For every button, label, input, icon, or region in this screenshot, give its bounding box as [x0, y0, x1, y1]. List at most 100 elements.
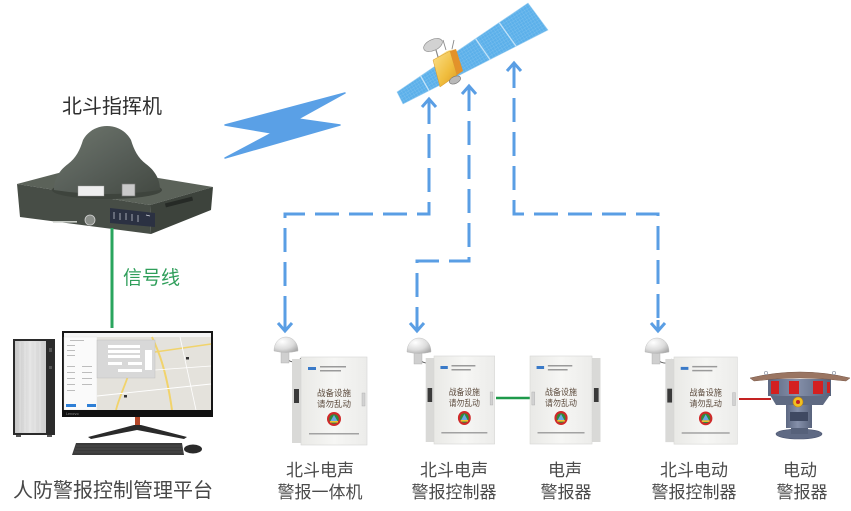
emblem-bar	[330, 421, 338, 423]
device-3-label-line2: 警报器	[541, 483, 592, 503]
siren-window	[827, 382, 830, 393]
monitor-stand-base	[88, 425, 187, 439]
satellite-dish	[423, 38, 443, 52]
arrow-up-icon	[420, 96, 438, 108]
cabinet-front	[673, 356, 738, 445]
screen-row	[82, 384, 92, 385]
cabinet-footer-text	[441, 432, 488, 434]
screen-row	[67, 378, 75, 379]
terminal-base-side	[150, 187, 213, 234]
alarm-cabinet-icon: 战备设施 请勿乱动	[665, 356, 738, 445]
alarm-cabinet-icon: 战备设施 请勿乱动	[292, 356, 368, 446]
terminal-button	[145, 214, 151, 217]
satellite-link-device-1	[276, 96, 438, 334]
satellite-engine	[449, 75, 461, 85]
cabinet-side-vent	[294, 389, 299, 403]
satellite-antenna-rod	[451, 39, 455, 50]
cabinet-header-text	[451, 365, 476, 367]
cabinet-header-text	[547, 369, 568, 371]
cabinet-sign-line1: 战备设施	[449, 387, 480, 397]
emblem-triangle	[461, 414, 468, 420]
cabinet-header-text	[451, 369, 471, 371]
screen-row	[70, 340, 84, 341]
cabinet-logo	[308, 367, 316, 370]
screen-top-bar	[64, 333, 211, 337]
mouse	[184, 444, 202, 454]
cabinet-front	[529, 355, 593, 445]
dialog-field	[108, 350, 140, 353]
beidou-command-terminal-icon	[17, 126, 213, 234]
dialog-fields	[108, 345, 152, 372]
emblem-bar	[701, 420, 710, 422]
satellite-link-device-2	[408, 83, 478, 334]
beidou-satellite-icon	[396, 2, 549, 105]
terminal-dome	[54, 126, 160, 194]
satellite-body-side	[450, 49, 463, 75]
terminal-buttons	[113, 212, 151, 222]
siren-lifting-hook	[764, 370, 769, 375]
desktop-computer-icon: Lenovo	[13, 331, 213, 455]
cabinet-sign-line1: 战备设施	[317, 388, 352, 399]
cabinet-header-text	[320, 366, 346, 368]
platform-label: 人防警报控制管理平台	[13, 478, 213, 502]
cabinet-side-vent	[427, 388, 433, 402]
terminal-card-slot	[164, 196, 194, 208]
cabinet-footer-text	[681, 432, 730, 434]
map-road	[96, 383, 212, 397]
cabinet-sign-line1: 战备设施	[689, 387, 722, 397]
dashed-link-line	[415, 87, 471, 331]
device-5-label-line1: 电动	[783, 461, 817, 481]
arrow-down-icon	[408, 322, 426, 334]
tower-foot	[16, 435, 21, 437]
beidou-antenna-icon	[406, 337, 435, 365]
satellite-antenna-rod	[442, 39, 447, 51]
emblem-bar	[557, 420, 565, 422]
arrow-up-icon	[505, 60, 523, 72]
solar-panel-divider	[420, 75, 430, 92]
siren-motor-window	[790, 412, 808, 421]
screen-row	[82, 378, 92, 379]
terminal-button-panel	[110, 208, 155, 227]
cabinet-header-text	[692, 365, 718, 368]
cabinet-side-vent	[593, 388, 599, 402]
cabinet-logo	[680, 366, 689, 370]
satellite-link-device-4	[505, 60, 667, 334]
cabinet-footer-text	[309, 433, 359, 435]
alarm-cabinet-icon: 战备设施 请勿乱动	[425, 355, 495, 445]
cabinet-latch	[361, 392, 366, 407]
cabinet-front	[433, 355, 495, 445]
siren-badge-center	[796, 400, 800, 404]
siren-window	[771, 381, 779, 394]
device-5-label-line2: 警报器	[777, 483, 828, 503]
civil-air-defense-emblem-icon	[698, 411, 713, 426]
screen-row	[82, 366, 92, 367]
dashed-link-line	[283, 100, 431, 331]
monitor-stand-neck	[135, 417, 140, 427]
cabinet-sign-line2: 请勿乱动	[449, 398, 480, 408]
cabinet-latch	[489, 391, 494, 406]
siren-red-windows	[771, 381, 830, 394]
tower-foot	[47, 435, 52, 437]
civil-air-defense-emblem-icon	[457, 411, 471, 425]
solar-panel	[396, 2, 549, 105]
dialog-field	[108, 362, 122, 365]
screen-row	[67, 384, 75, 385]
tower-usb-port	[49, 366, 52, 369]
dashed-link-line	[512, 64, 660, 331]
lightning-bolt-icon	[224, 92, 346, 159]
device-1-label-line1: 北斗电声	[286, 461, 354, 481]
cabinet-side-vent	[667, 388, 673, 403]
emblem-bar	[460, 420, 469, 422]
siren-window	[813, 381, 823, 394]
device-1-label-line2: 警报一体机	[278, 483, 363, 503]
cabinet-latch	[732, 392, 736, 406]
command-terminal-label: 北斗指挥机	[62, 94, 162, 118]
emblem-triangle	[702, 414, 710, 421]
tower-power-button	[49, 348, 52, 352]
arrow-down-icon	[649, 322, 667, 334]
alarm-cabinet-icon: 战备设施 请勿乱动	[529, 355, 601, 445]
siren-base-neck	[791, 426, 808, 434]
cabinet-logo	[440, 366, 448, 369]
emblem-triangle	[557, 414, 565, 420]
